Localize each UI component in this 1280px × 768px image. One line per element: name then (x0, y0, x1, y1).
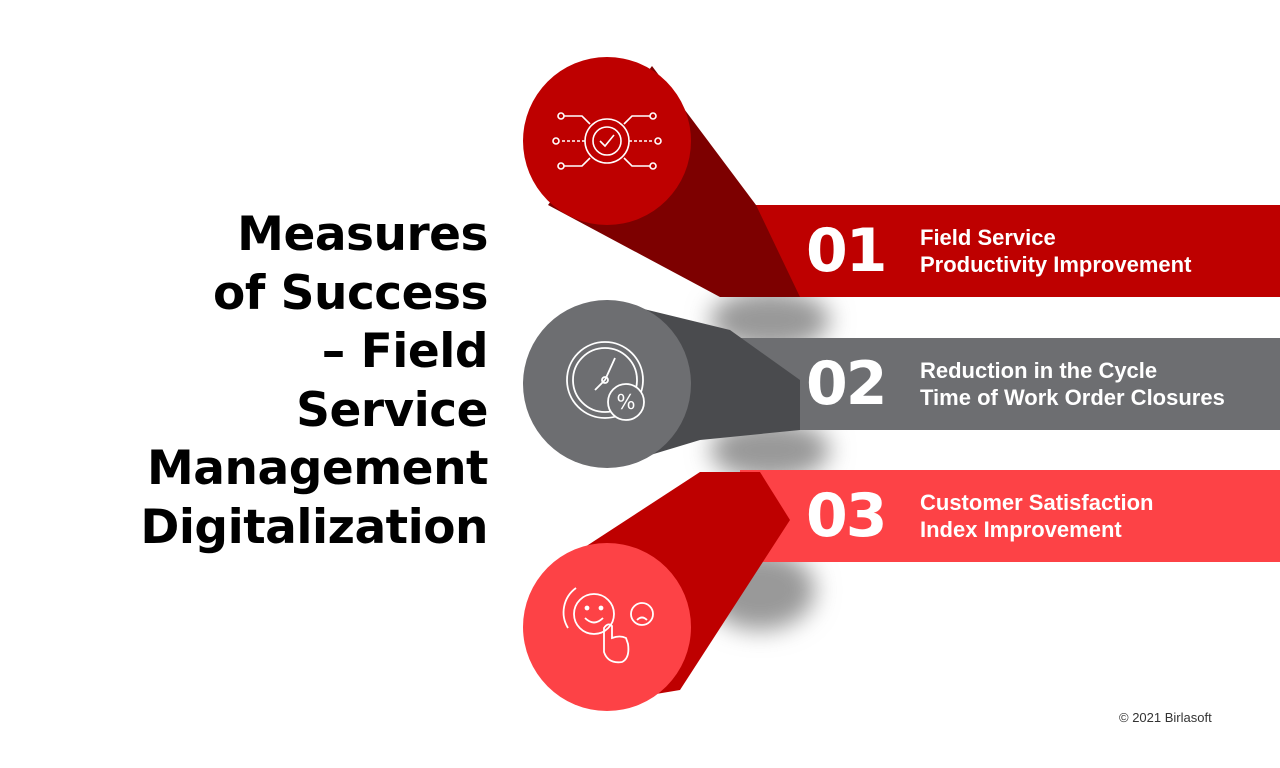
item-number-02: 02 (806, 349, 887, 419)
band-03 (740, 470, 1280, 562)
item-number-03: 03 (806, 481, 887, 551)
item-number-01: 01 (806, 216, 887, 286)
item-label-03: Customer Satisfaction Index Improvement (920, 489, 1154, 543)
title-line: Digitalization (140, 499, 488, 555)
label-line: Field Service (920, 225, 1056, 250)
gear-circuit-check-icon (552, 112, 662, 170)
band-02 (740, 338, 1280, 430)
label-line: Customer Satisfaction (920, 490, 1154, 515)
title-line: Measures (237, 207, 488, 262)
label-line: Time of Work Order Closures (920, 385, 1225, 410)
smiley-feedback-icon (562, 587, 654, 664)
svg-text:%: % (616, 390, 635, 414)
band-01 (740, 205, 1280, 297)
page-title: Measures of Success – Field Service Mana… (140, 206, 488, 557)
cylinder-cap-02 (523, 300, 691, 468)
copyright: © 2021 Birlasoft (1119, 710, 1212, 725)
cylinder-cap-03 (523, 543, 691, 711)
shadow (710, 290, 830, 350)
clock-percent-icon: % (566, 341, 645, 421)
item-label-02: Reduction in the Cycle Time of Work Orde… (920, 357, 1225, 411)
label-line: Productivity Improvement (920, 252, 1192, 277)
title-line: Management (147, 441, 488, 496)
label-line: Reduction in the Cycle (920, 358, 1158, 383)
label-line: Index Improvement (920, 517, 1122, 542)
title-line: Service (296, 382, 488, 438)
item-label-01: Field Service Productivity Improvement (920, 224, 1191, 278)
title-line: of Success (213, 265, 488, 321)
cylinder-cap-01 (523, 57, 691, 225)
title-line: – Field (321, 324, 489, 379)
